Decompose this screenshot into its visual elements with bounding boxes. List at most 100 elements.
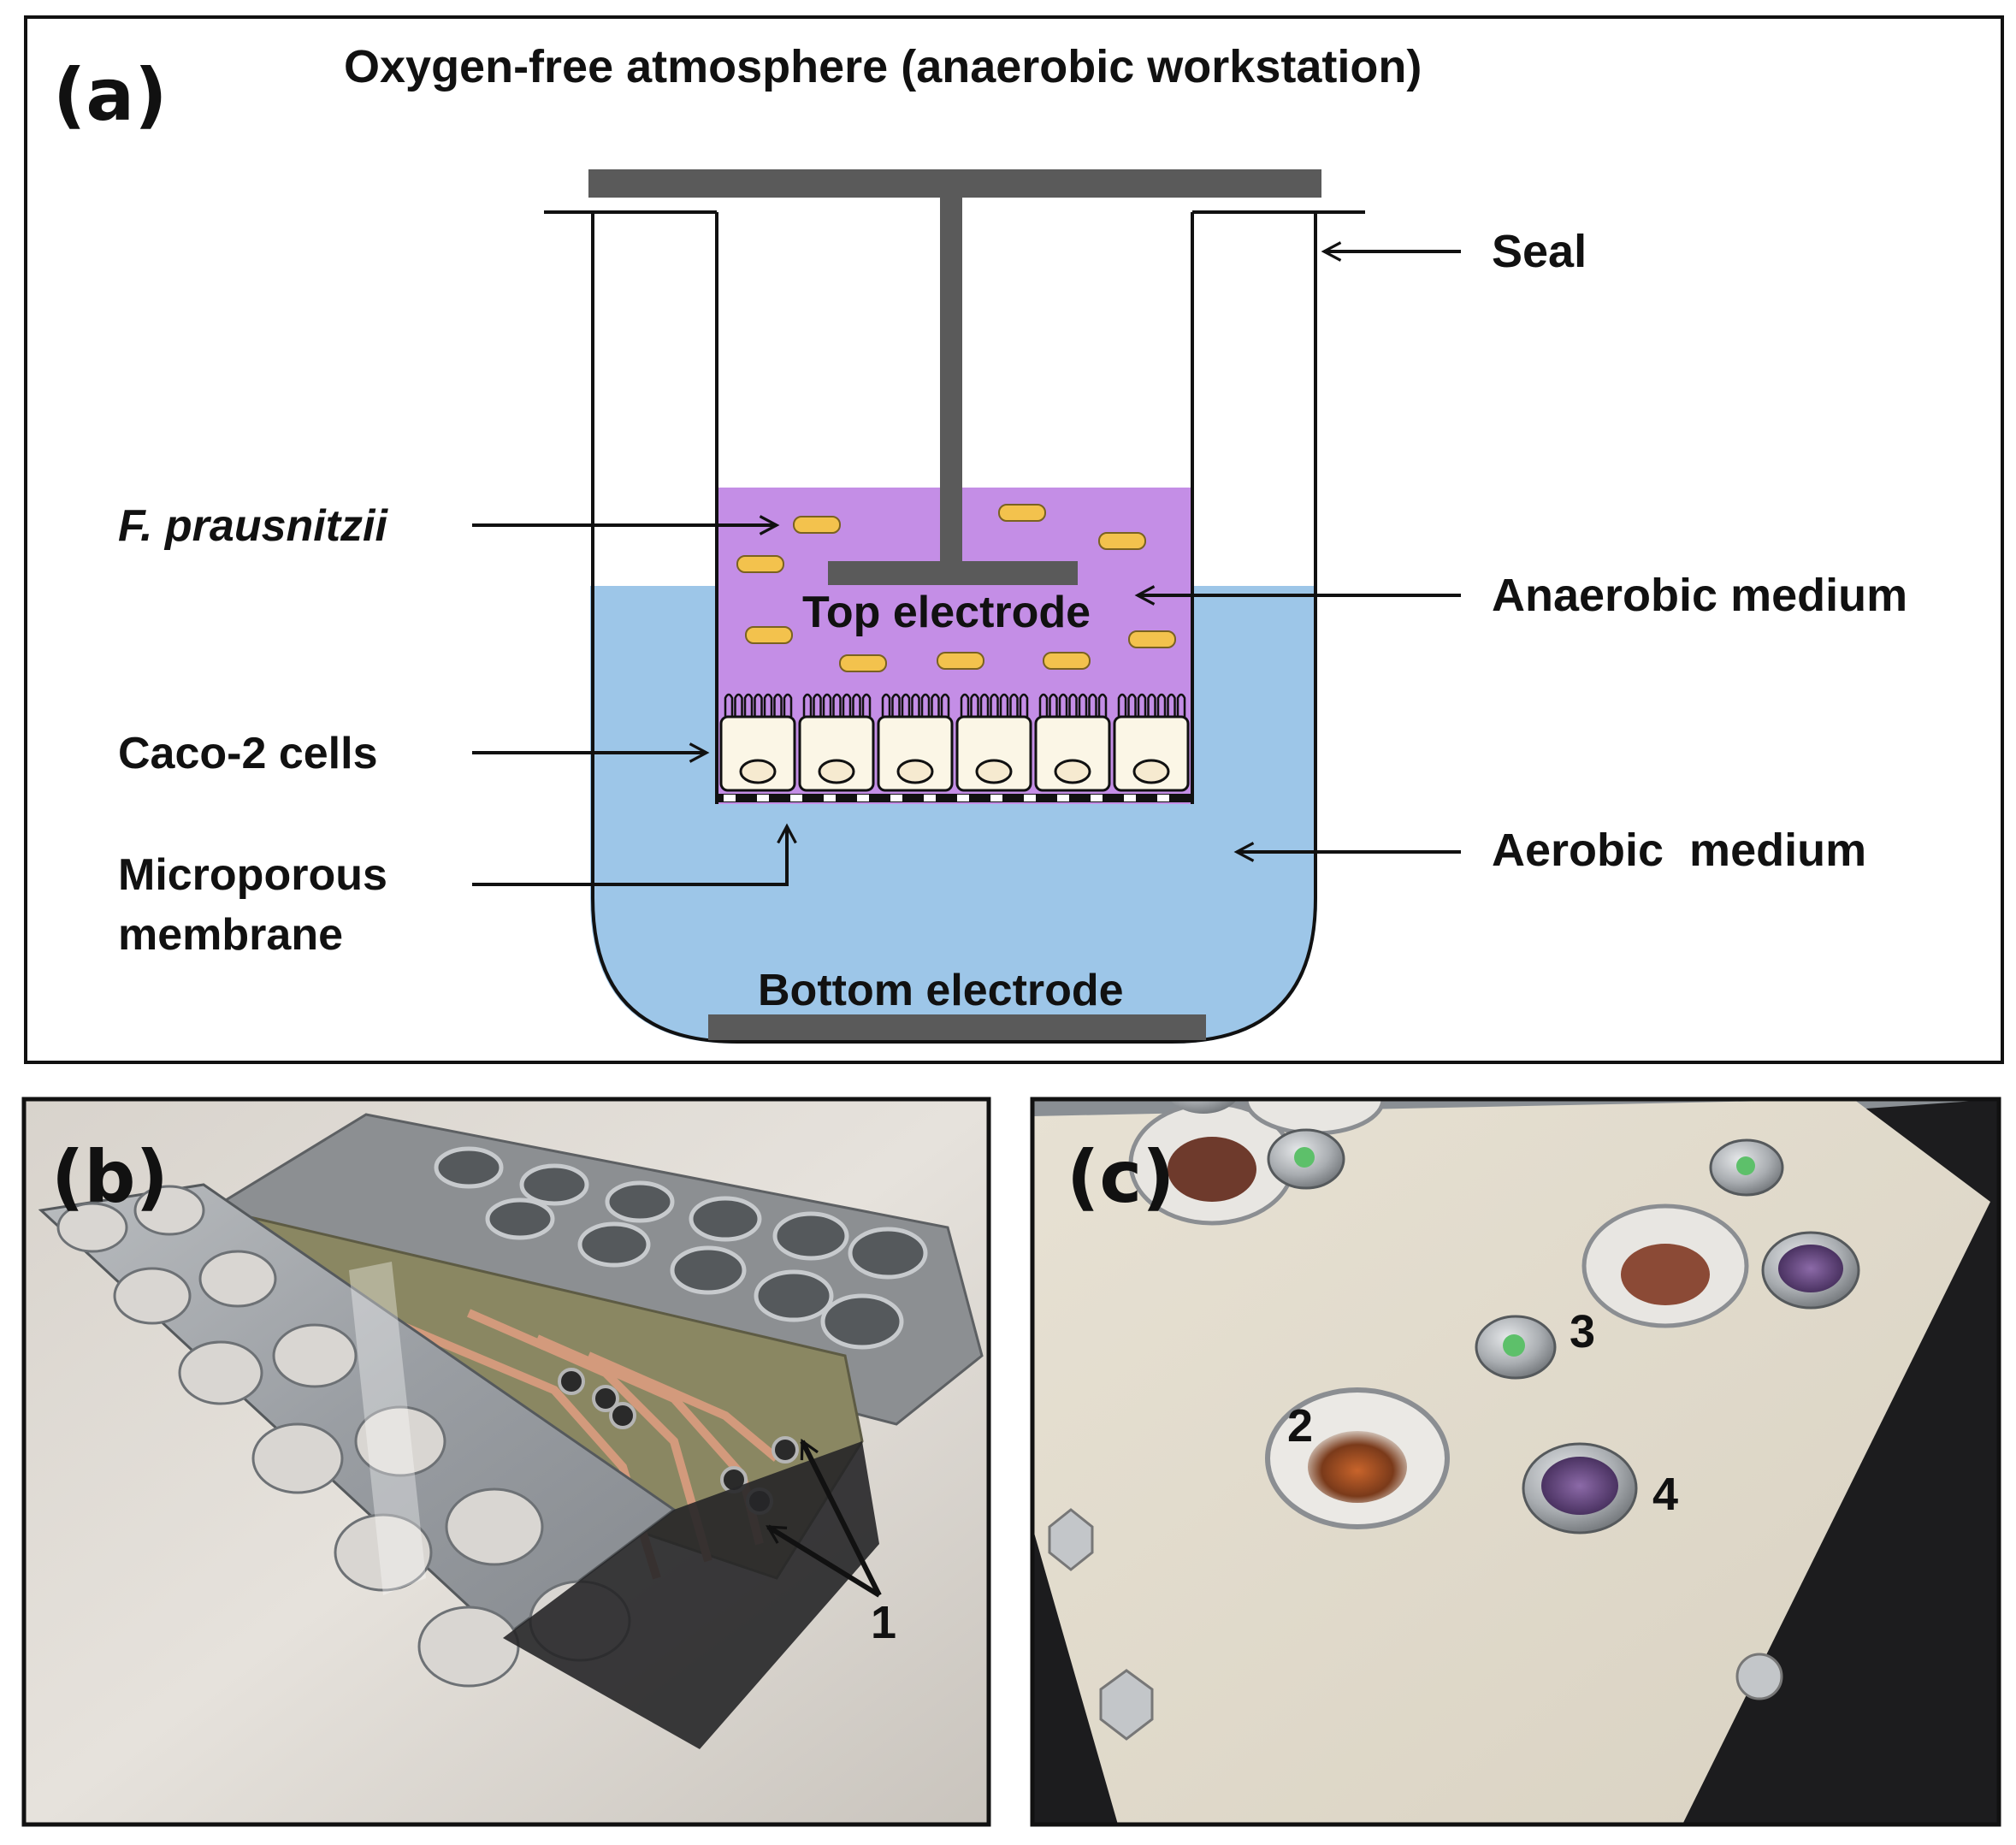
panel-b: (b) 1	[21, 1097, 991, 1827]
callout-1-label: 1	[871, 1597, 896, 1648]
caco2-cell	[877, 715, 954, 792]
plate-well	[577, 1221, 651, 1268]
anaerobic-medium-label: Anaerobic medium	[1492, 570, 1907, 621]
membrane-label-line2: membrane	[118, 910, 343, 960]
caco2-cell	[1113, 715, 1190, 792]
microvilli	[724, 693, 793, 717]
membrane-pore	[1124, 795, 1136, 801]
cell-nucleus	[896, 759, 934, 784]
cell-nucleus	[1132, 759, 1170, 784]
membrane-pore	[1091, 795, 1103, 801]
electrode-pad	[609, 1402, 636, 1429]
plate-well	[434, 1146, 504, 1189]
lid-hole	[133, 1185, 205, 1236]
plate-well	[772, 1211, 849, 1261]
steel-cap-purple	[1169, 1099, 1238, 1114]
membrane-pore	[990, 795, 1002, 801]
callout-2-label: 2	[1287, 1400, 1313, 1452]
plate-well	[485, 1197, 555, 1240]
purple-medium	[1541, 1457, 1618, 1515]
lid-hole	[113, 1267, 192, 1325]
membrane-pore	[1057, 795, 1069, 801]
panel-c-frame	[1030, 1097, 2001, 1827]
caco2-monolayer	[719, 693, 1190, 792]
caco2-cell	[955, 715, 1032, 792]
callout-1-arrow-a	[766, 1524, 881, 1598]
caco2-cell	[798, 715, 875, 792]
microvilli	[802, 693, 872, 717]
back-plate-wells	[434, 1146, 928, 1350]
microvilli	[881, 693, 950, 717]
panel-a-title: Oxygen-free atmosphere (anaerobic workst…	[344, 41, 1422, 92]
bacterium	[937, 652, 984, 670]
electrode-pad	[558, 1368, 585, 1395]
microvilli	[1038, 693, 1108, 717]
membrane-pore	[757, 795, 769, 801]
cell-nucleus	[739, 759, 777, 784]
membrane-pore	[924, 795, 936, 801]
membrane-pore	[824, 795, 836, 801]
lid-hole	[56, 1202, 128, 1253]
lid-hole	[354, 1405, 446, 1477]
top-electrode	[828, 561, 1078, 585]
bacterium	[745, 626, 793, 644]
bacterium	[1043, 652, 1091, 670]
membrane-pore	[890, 795, 902, 801]
caco2-cell	[719, 715, 796, 792]
bacteria-group	[736, 504, 1176, 672]
device-base	[503, 1441, 879, 1749]
caco2-label: Caco-2 cells	[118, 729, 378, 778]
plate-well	[689, 1196, 762, 1242]
seal-label: Seal	[1492, 226, 1587, 277]
membrane-pore	[957, 795, 969, 801]
purple-medium	[1778, 1245, 1843, 1292]
glass-well-inner	[1308, 1431, 1407, 1503]
membrane-pore	[1157, 795, 1169, 801]
aerobic-medium-label: Aerobic medium	[1492, 825, 1866, 876]
top-electrode-label: Top electrode	[802, 588, 1091, 637]
electrode-pad	[772, 1436, 799, 1464]
green-indicator	[1294, 1147, 1315, 1168]
lid-glare	[349, 1262, 426, 1595]
callout-3-label: 3	[1570, 1306, 1595, 1357]
electrode-top-bar	[588, 169, 1321, 198]
bacterium	[1098, 532, 1146, 550]
bacterium	[736, 555, 784, 573]
bacterium	[1128, 630, 1176, 648]
membrane-pore	[1024, 795, 1036, 801]
caco2-cell	[1034, 715, 1111, 792]
glass-well-inner	[1168, 1137, 1256, 1202]
membrane-pores	[724, 795, 1169, 801]
bottom-electrode	[708, 1014, 1206, 1040]
lid-hole	[445, 1487, 544, 1566]
panel-c-letter: (c)	[1067, 1135, 1175, 1219]
wells	[1128, 1099, 1749, 1529]
panel-b-frame	[21, 1097, 991, 1827]
plate-well	[670, 1245, 747, 1295]
microporous-membrane	[715, 794, 1194, 802]
hex-bolt	[1099, 1669, 1154, 1741]
lid-hole	[251, 1422, 344, 1494]
microvilli	[960, 693, 1029, 717]
plate-well	[820, 1293, 904, 1350]
bacterium	[998, 504, 1046, 522]
electrode-pad	[592, 1385, 619, 1412]
bacteria-label: F. prausnitzii	[118, 501, 388, 551]
panel-a-letter: (a)	[53, 53, 167, 137]
bottom-electrode-label: Bottom electrode	[758, 966, 1124, 1015]
membrane-arrow	[472, 823, 797, 886]
callout-1-arrow-b	[800, 1438, 882, 1597]
outer-well	[591, 212, 1317, 1044]
bacterium	[839, 654, 887, 672]
lid-hole	[334, 1513, 433, 1592]
membrane-pore	[857, 795, 869, 801]
hex-bolt	[1048, 1508, 1094, 1571]
green-indicator	[1503, 1334, 1525, 1357]
panel-c: (c) 2 3 4	[1030, 1097, 2001, 1827]
lid-hole	[198, 1250, 277, 1308]
plate-well	[754, 1269, 834, 1322]
tray-board	[1032, 1099, 1990, 1824]
steel-caps	[1169, 1099, 1860, 1535]
cell-nucleus	[1054, 759, 1091, 784]
